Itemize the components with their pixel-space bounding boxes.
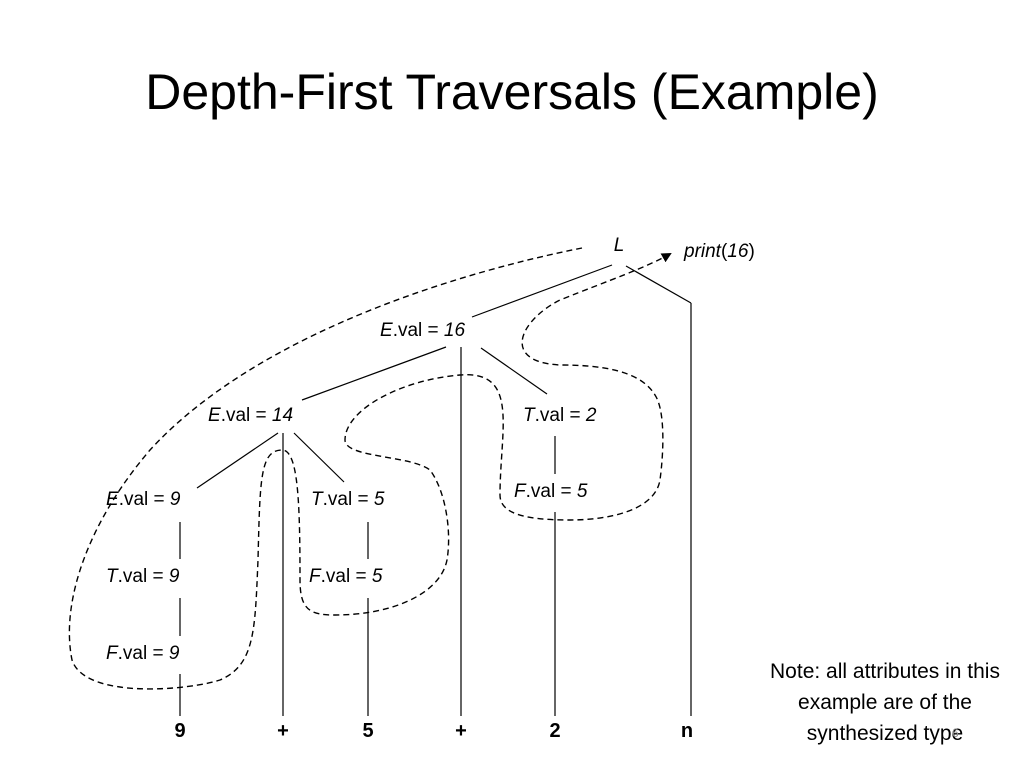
edge-e16-e14	[301, 346, 447, 401]
leaf-token: n	[681, 720, 693, 742]
print-arg: 16	[727, 241, 749, 262]
node-t5: T.val = 5	[311, 489, 385, 510]
leaf-token: +	[455, 720, 467, 742]
node-root-label: L	[614, 235, 625, 256]
node-f5: F.val = 5	[309, 566, 383, 587]
print-fn: print	[683, 241, 722, 262]
traversal-path	[68, 247, 672, 690]
slide-title: Depth-First Traversals (Example)	[145, 64, 879, 120]
edge-e14-e9	[196, 432, 279, 489]
leaf-token: 2	[549, 720, 560, 742]
node-e14: E.val = 14	[208, 405, 293, 426]
print-open: (	[721, 241, 728, 262]
edge-e14-t5	[293, 432, 345, 483]
node-e16: E.val = 16	[380, 320, 465, 341]
page-number: 6	[952, 726, 959, 740]
leaf-token: +	[277, 720, 289, 742]
node-e9: E.val = 9	[106, 489, 181, 510]
edge-l-e16	[471, 264, 613, 318]
node-f5-right: F.val = 5	[514, 481, 588, 502]
tree-edges	[179, 264, 692, 716]
print-close: )	[748, 241, 754, 262]
print-action: print(16)	[683, 241, 755, 262]
leaf-token: 5	[362, 720, 373, 742]
node-f9: F.val = 9	[106, 643, 180, 664]
note-text: Note: all attributes in this example are…	[770, 660, 1000, 745]
node-t9: T.val = 9	[106, 566, 180, 587]
node-t2: T.val = 2	[523, 405, 597, 426]
edge-l-n	[625, 265, 692, 304]
leaf-token: 9	[174, 720, 185, 742]
edge-e16-t2	[480, 347, 548, 395]
